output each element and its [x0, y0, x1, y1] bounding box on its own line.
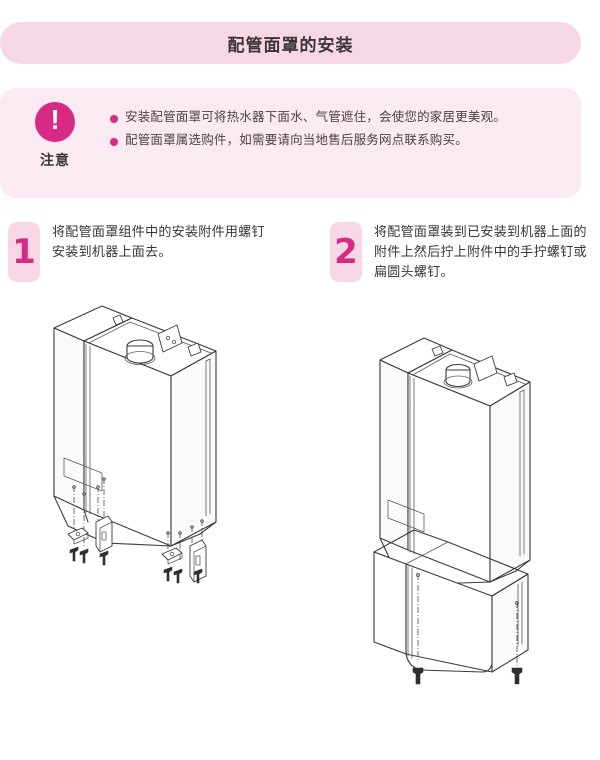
- top-bracket-hole-1: [166, 336, 171, 341]
- pipe-cover-top-right-edge: [447, 541, 529, 597]
- notice-bullet-item: 安装配管面罩可将热水器下面水、气管遮住，会使您的家居更美观。: [110, 110, 565, 126]
- mount-hole-8: [200, 519, 204, 523]
- pipe-cover-front-face: [405, 563, 493, 673]
- top-bracket-hole-2: [171, 340, 176, 345]
- mount-hole-7: [190, 525, 194, 529]
- notice-icon-group: ! 注意: [0, 88, 110, 170]
- pipe-cover-bottom-curve: [405, 653, 493, 673]
- heater-bottom-corner: [83, 509, 89, 523]
- step-2-number: 2: [334, 232, 358, 272]
- cover-screw-hole-left: [416, 572, 421, 577]
- cover-front-access-panel: [387, 499, 425, 533]
- mount-hole-2: [82, 492, 86, 496]
- cover-screw-left: [412, 667, 424, 685]
- mount-hole-6: [178, 531, 182, 535]
- pipe-cover-top-left-edge: [373, 529, 449, 553]
- mount-hole-1: [72, 485, 76, 489]
- step-2-badge: 2: [330, 222, 362, 282]
- cover-flue-collar-body: [445, 369, 471, 388]
- bullet-dot-icon: [110, 115, 118, 123]
- screw-left-1: [69, 546, 79, 562]
- pipe-cover-top-fold: [405, 541, 449, 565]
- mount-hole-5: [166, 531, 170, 535]
- water-heater-with-pipe-cover-diagram: [373, 337, 531, 685]
- notice-bullet-text: 配管面罩属选购件，如需要请向当地售后服务网点联系购买。: [125, 132, 468, 147]
- cover-screw-hole-right: [514, 600, 519, 605]
- cover-flue-collar-base: [443, 375, 473, 389]
- flat-bracket-left-hole: [75, 531, 81, 537]
- exclamation-glyph: !: [50, 104, 60, 135]
- mount-hole-3: [96, 485, 100, 489]
- step-1-badge: 1: [8, 222, 40, 282]
- cover-heater-front-face: [407, 372, 491, 583]
- flue-collar-body: [126, 345, 154, 364]
- front-access-panel: [63, 457, 103, 492]
- cover-heater-slot-cap: [519, 389, 525, 393]
- angle-bracket-right-slot: [195, 555, 201, 566]
- heater-bottom-bevel-right: [170, 521, 217, 547]
- step-1-figure: [40, 300, 280, 605]
- cover-heater-left-face: [379, 359, 409, 551]
- pipe-cover-right-face: [491, 573, 529, 673]
- flat-bracket-left: [67, 527, 89, 541]
- page-title: 配管面罩的安装: [227, 35, 354, 55]
- flat-bracket-left-lip: [73, 532, 89, 545]
- top-tab-far-right: [187, 342, 202, 357]
- screw-right-3: [193, 568, 203, 584]
- angle-bracket-left-fold: [99, 521, 113, 553]
- cover-top-tab-left: [431, 345, 444, 357]
- flat-bracket-right-lip: [167, 552, 183, 565]
- step-1: 1 将配管面罩组件中的安装附件用螺钉安装到机器上面去。: [8, 222, 267, 282]
- heater-bottom-bevel-left: [53, 495, 172, 547]
- flat-bracket-right: [161, 547, 183, 561]
- step-2-figure: [372, 320, 572, 695]
- heater-top-inner-edge: [86, 321, 212, 354]
- cover-top-bracket-right: [473, 355, 498, 382]
- step-2-text: 将配管面罩装到已安装到机器上面的附件上然后拧上附件中的手拧螺钉或扁圆头螺钉。: [374, 224, 587, 280]
- step-1-number: 1: [12, 232, 36, 272]
- flue-collar-base: [124, 351, 156, 365]
- screw-right-2: [173, 568, 183, 584]
- cover-screw-right: [511, 667, 523, 685]
- top-bracket-right: [157, 324, 183, 353]
- cover-top-tab-far-right: [503, 372, 518, 387]
- screw-left-2: [79, 548, 89, 564]
- notice-caption: 注意: [40, 152, 70, 168]
- heater-right-face: [170, 350, 217, 547]
- heater-side-slot-cap: [205, 358, 211, 362]
- notice-bullet-list: 安装配管面罩可将热水器下面水、气管遮住，会使您的家居更美观。 配管面罩属选购件，…: [110, 88, 581, 155]
- notice-bullet-item: 配管面罩属选购件，如需要请向当地售后服务网点联系购买。: [110, 133, 565, 149]
- notice-bullet-text: 安装配管面罩可将热水器下面水、气管遮住，会使您的家居更美观。: [125, 110, 507, 124]
- heater-front-face: [83, 340, 172, 547]
- page-title-bar: 配管面罩的安装: [0, 22, 581, 64]
- step-1-text: 将配管面罩组件中的安装附件用螺钉安装到机器上面去。: [52, 224, 265, 260]
- screw-right-1: [163, 566, 173, 582]
- cover-heater-bottom-bevel-right: [489, 559, 531, 583]
- top-tab-left: [112, 314, 124, 326]
- angle-bracket-left: [95, 515, 113, 553]
- mount-hole-4: [102, 477, 106, 481]
- step-2: 2 将配管面罩装到已安装到机器上面的附件上然后拧上附件中的手拧螺钉或扁圆头螺钉。: [330, 222, 589, 282]
- exclamation-icon: !: [35, 102, 75, 142]
- notice-panel: ! 注意 安装配管面罩可将热水器下面水、气管遮住，会使您的家居更美观。 配管面罩…: [0, 88, 581, 198]
- water-heater-with-brackets-diagram: [53, 305, 217, 584]
- flat-bracket-right-hole: [169, 551, 175, 557]
- screw-left-3: [99, 550, 109, 566]
- cover-heater-top-inner-edge: [410, 353, 526, 385]
- angle-bracket-left-slot: [101, 531, 107, 541]
- pipe-cover-left-face: [373, 551, 407, 655]
- bullet-dot-icon: [110, 137, 118, 146]
- heater-left-face: [53, 327, 85, 511]
